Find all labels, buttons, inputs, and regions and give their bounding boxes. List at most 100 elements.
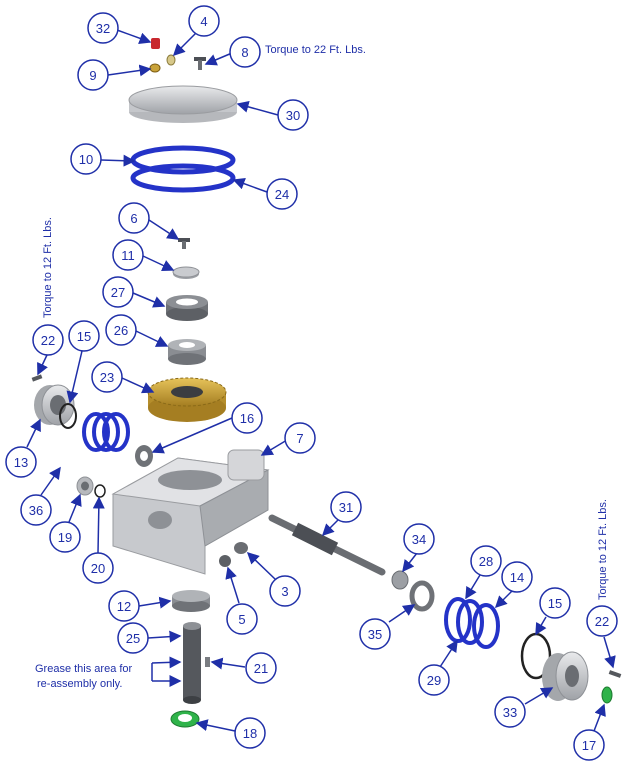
svg-text:28: 28	[479, 554, 493, 569]
svg-text:25: 25	[126, 631, 140, 646]
svg-text:8: 8	[241, 45, 248, 60]
callout-30: 30	[277, 99, 309, 131]
part-16-bearing	[135, 445, 153, 467]
callout-6: 6	[118, 202, 150, 234]
callout-26: 26	[105, 314, 137, 346]
shim-set-right	[444, 597, 500, 649]
part-31-worm-shaft	[268, 514, 386, 576]
svg-text:33: 33	[503, 705, 517, 720]
part-9-fitting	[149, 63, 161, 73]
svg-text:22: 22	[595, 614, 609, 629]
part-7-housing	[111, 449, 270, 575]
svg-text:5: 5	[238, 612, 245, 627]
svg-text:11: 11	[121, 248, 135, 263]
callout-34: 34	[403, 523, 435, 555]
leader-lines	[26, 24, 616, 732]
svg-text:14: 14	[510, 570, 524, 585]
part-20-o-ring	[94, 484, 106, 498]
svg-text:15: 15	[548, 596, 562, 611]
callout-31: 31	[330, 491, 362, 523]
callout-3: 3	[269, 575, 301, 607]
callout-17: 17	[573, 729, 605, 761]
part-18-seal	[170, 710, 200, 728]
part-3-plug	[234, 542, 248, 554]
shim-set-left	[82, 412, 130, 452]
svg-text:32: 32	[96, 21, 110, 36]
svg-text:17: 17	[582, 738, 596, 753]
svg-text:23: 23	[100, 370, 114, 385]
svg-text:31: 31	[339, 500, 353, 515]
part-17-seal	[601, 686, 613, 704]
svg-text:27: 27	[111, 285, 125, 300]
callout-27: 27	[102, 276, 134, 308]
part-21-key	[205, 657, 210, 667]
callout-36: 36	[20, 494, 52, 526]
grease-bracket	[151, 656, 182, 687]
torque-note-12-left: Torque to 12 Ft. Lbs.	[42, 217, 54, 318]
part-35-bearing-cup	[409, 580, 435, 612]
callout-24: 24	[266, 178, 298, 210]
part-8-bolt	[194, 57, 206, 70]
svg-text:22: 22	[41, 333, 55, 348]
callout-11: 11	[112, 239, 144, 271]
part-22-screw-left	[31, 374, 43, 382]
part-32-plug	[151, 38, 160, 49]
callout-29: 29	[418, 664, 450, 696]
part-22-screw-right	[608, 670, 622, 678]
svg-text:20: 20	[91, 561, 105, 576]
callout-32: 32	[87, 12, 119, 44]
part-19-cap	[76, 476, 94, 496]
part-26-bearing	[168, 339, 206, 365]
part-4-fitting	[166, 54, 176, 66]
svg-text:3: 3	[281, 584, 288, 599]
callout-4: 4	[188, 5, 220, 37]
part-11-washer	[172, 266, 200, 279]
part-33-bearing-cap	[542, 651, 589, 701]
svg-text:26: 26	[114, 323, 128, 338]
part-34-bearing-cone	[391, 570, 409, 590]
part-23-worm-gear	[147, 377, 227, 422]
svg-text:19: 19	[58, 530, 72, 545]
svg-text:34: 34	[412, 532, 426, 547]
callout-33: 33	[494, 696, 526, 728]
callout-21: 21	[245, 652, 277, 684]
callout-18: 18	[234, 717, 266, 749]
callout-22-left: 22	[32, 324, 64, 356]
svg-text:9: 9	[89, 68, 96, 83]
svg-text:36: 36	[29, 503, 43, 518]
callout-22-right: 22	[586, 605, 618, 637]
callout-16: 16	[231, 402, 263, 434]
svg-text:30: 30	[286, 108, 300, 123]
callout-20: 20	[82, 552, 114, 584]
callout-9: 9	[77, 59, 109, 91]
callout-5: 5	[226, 603, 258, 635]
torque-note-22: Torque to 22 Ft. Lbs.	[265, 44, 366, 56]
part-27-locknut	[166, 295, 208, 321]
svg-text:15: 15	[77, 329, 91, 344]
svg-text:29: 29	[427, 673, 441, 688]
svg-text:7: 7	[296, 431, 303, 446]
callout-35: 35	[359, 618, 391, 650]
svg-text:16: 16	[240, 411, 254, 426]
part-30-cover	[128, 85, 238, 123]
svg-text:10: 10	[79, 152, 93, 167]
svg-text:13: 13	[14, 455, 28, 470]
torque-note-12-right: Torque to 12 Ft. Lbs.	[597, 499, 609, 600]
part-6-bolt	[178, 238, 190, 249]
svg-text:21: 21	[254, 661, 268, 676]
grease-note-line2: re-assembly only.	[37, 678, 123, 690]
callout-10: 10	[70, 143, 102, 175]
svg-text:24: 24	[275, 187, 289, 202]
callout-13: 13	[5, 446, 37, 478]
callout-25: 25	[117, 622, 149, 654]
callout-14: 14	[501, 561, 533, 593]
svg-text:35: 35	[368, 627, 382, 642]
callout-15-right: 15	[539, 587, 571, 619]
callout-8: 8	[229, 36, 261, 68]
part-25-output-shaft	[183, 622, 201, 704]
callout-15-left: 15	[68, 320, 100, 352]
callout-7: 7	[284, 422, 316, 454]
part-15-o-ring-left	[59, 403, 77, 429]
svg-text:6: 6	[130, 211, 137, 226]
